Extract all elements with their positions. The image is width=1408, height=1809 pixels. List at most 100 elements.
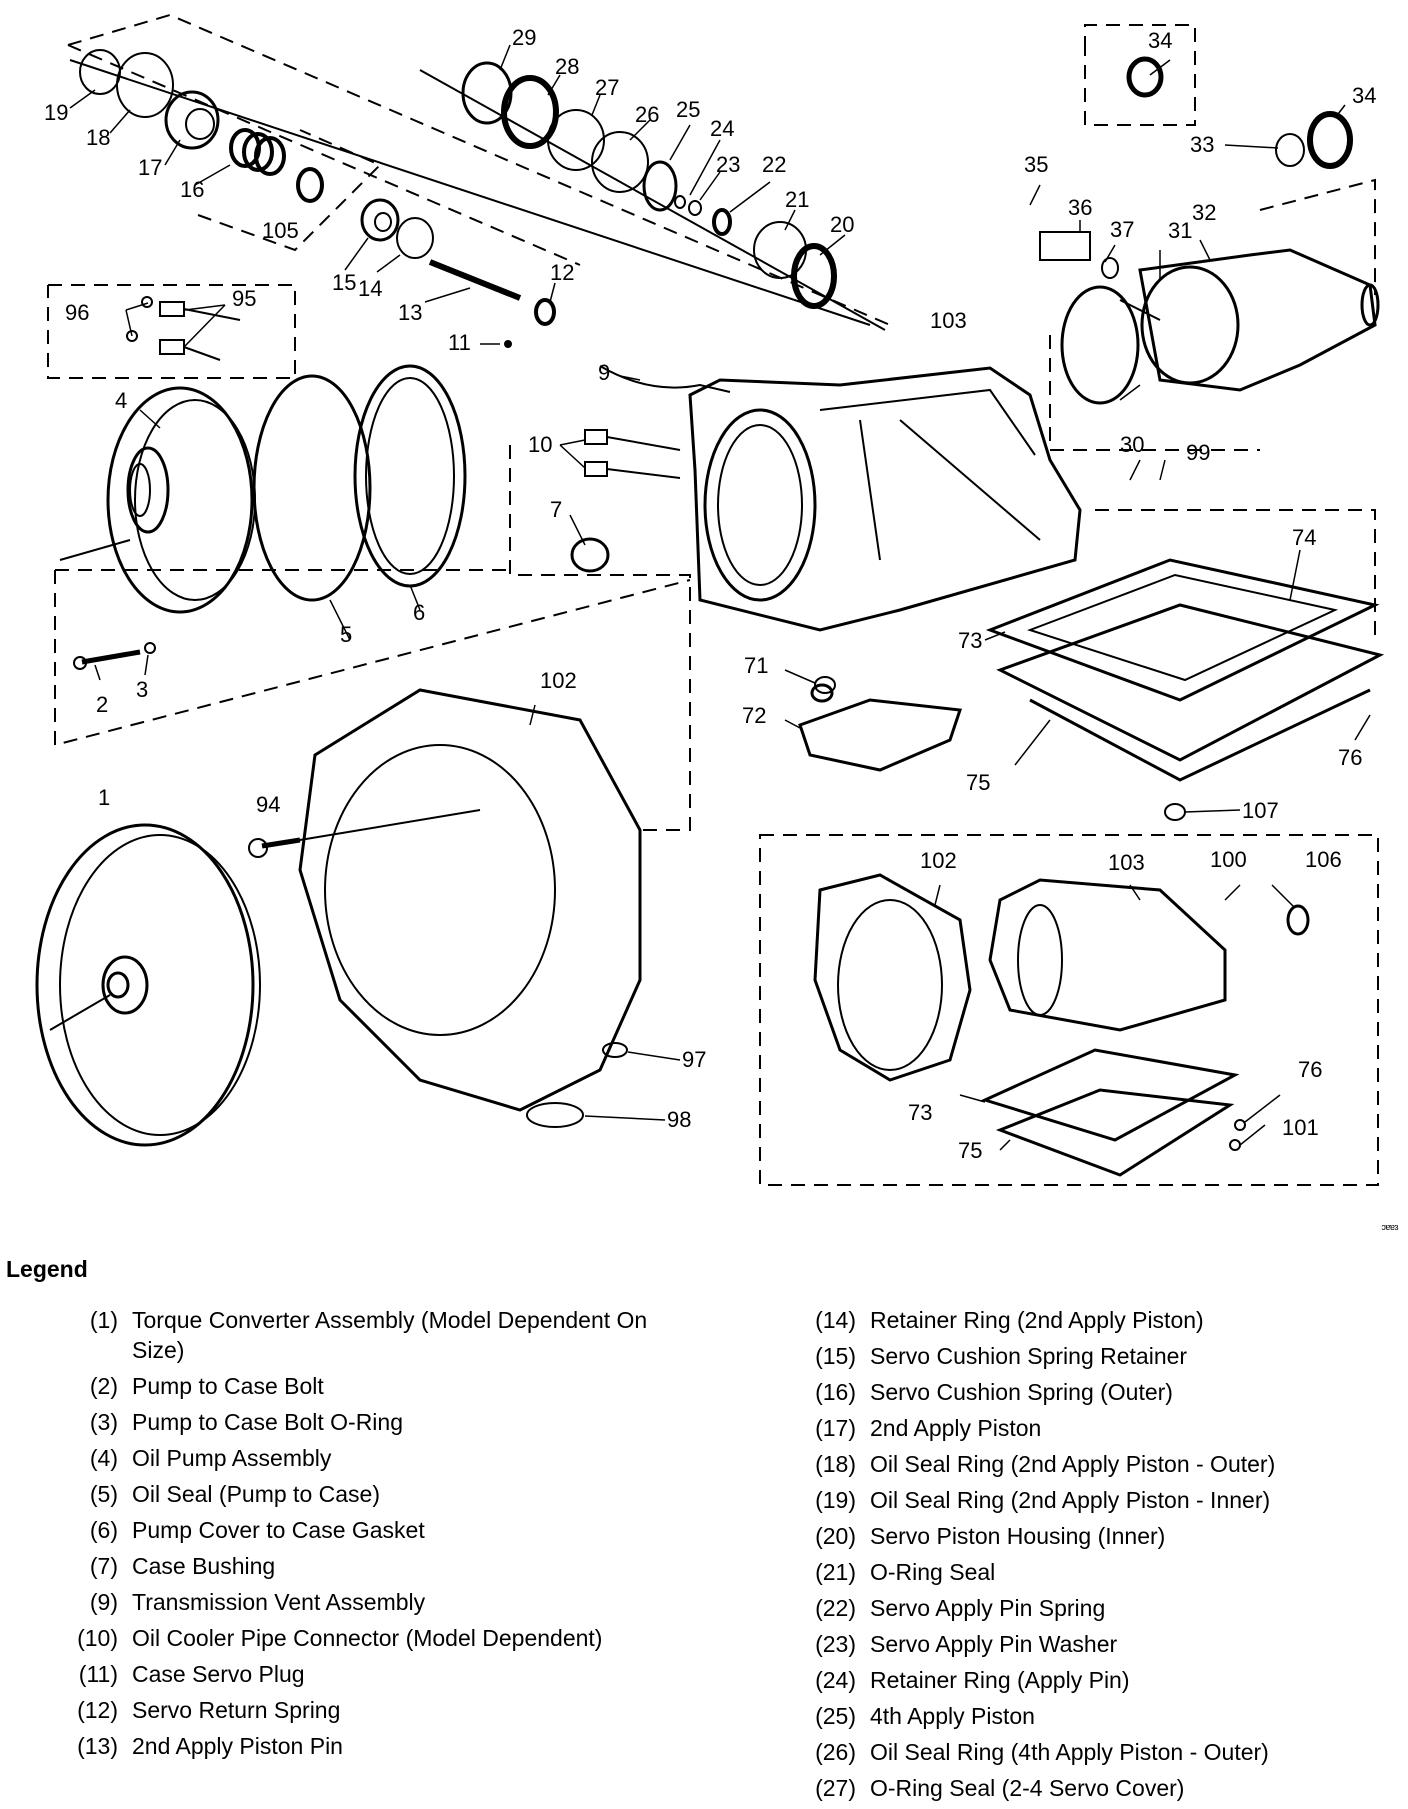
callout-34-inset: 34 bbox=[1148, 28, 1172, 53]
callout-25: 25 bbox=[676, 97, 700, 122]
callout-72: 72 bbox=[742, 703, 766, 728]
callout-76-inset: 76 bbox=[1298, 1057, 1322, 1082]
callout-23: 23 bbox=[716, 152, 740, 177]
legend-item: (13)2nd Apply Piston Pin bbox=[77, 1733, 343, 1759]
part-97 bbox=[602, 1042, 628, 1058]
inset-seal-106 bbox=[1286, 904, 1310, 936]
callout-2: 2 bbox=[96, 692, 108, 717]
callout-29: 29 bbox=[512, 25, 536, 50]
torque-converter-1 bbox=[35, 823, 261, 1147]
callout-7: 7 bbox=[550, 497, 562, 522]
oil-seal-ring-18 bbox=[116, 52, 174, 118]
legend-item: (20)Servo Piston Housing (Inner) bbox=[815, 1523, 1166, 1549]
legend-item: (22)Servo Apply Pin Spring bbox=[815, 1595, 1106, 1621]
fittings-95-96 bbox=[126, 296, 241, 361]
seal-71 bbox=[814, 676, 836, 694]
callout-30: 30 bbox=[1120, 432, 1144, 457]
callout-75-inset: 75 bbox=[958, 1138, 982, 1163]
callout-4: 4 bbox=[115, 388, 127, 413]
transmission-case-103 bbox=[688, 366, 1082, 632]
legend-item: (17)2nd Apply Piston bbox=[815, 1415, 1042, 1441]
fourth-apply-piston-25 bbox=[642, 160, 678, 212]
legend-item: (5)Oil Seal (Pump to Case) bbox=[89, 1481, 380, 1507]
callout-17: 17 bbox=[138, 155, 162, 180]
speed-sensor-36 bbox=[1039, 231, 1119, 279]
leader-lines bbox=[69, 44, 1371, 1151]
callout-13: 13 bbox=[398, 300, 422, 325]
legend-item: (6)Pump Cover to Case Gasket bbox=[89, 1517, 425, 1543]
legend-left-column: (1)Torque Converter Assembly (Model Depe… bbox=[54, 1305, 704, 1767]
bolt-94 bbox=[248, 809, 481, 858]
callout-103: 103 bbox=[930, 308, 967, 333]
legend-item: (19)Oil Seal Ring (2nd Apply Piston - In… bbox=[815, 1487, 1271, 1513]
cushion-spring-16 bbox=[229, 128, 286, 176]
callout-103-inset: 103 bbox=[1108, 850, 1145, 875]
callout-75: 75 bbox=[966, 770, 990, 795]
pin-spring-22 bbox=[712, 208, 732, 236]
image-code: ɔɐɐɜ bbox=[1381, 1222, 1398, 1232]
callout-5: 5 bbox=[340, 622, 352, 647]
seal-27 bbox=[547, 109, 605, 171]
callout-97: 97 bbox=[682, 1047, 706, 1072]
callout-35: 35 bbox=[1024, 152, 1048, 177]
callout-20: 20 bbox=[830, 212, 854, 237]
callout-10: 10 bbox=[528, 432, 552, 457]
pan-gasket-73 bbox=[985, 558, 1380, 702]
inset-gasket-73 bbox=[980, 1048, 1240, 1142]
callout-74: 74 bbox=[1292, 525, 1316, 550]
vent-assembly-9 bbox=[504, 340, 731, 393]
callout-33: 33 bbox=[1190, 132, 1214, 157]
legend-item: (7)Case Bushing bbox=[89, 1553, 276, 1579]
callout-32: 32 bbox=[1192, 200, 1216, 225]
callout-73: 73 bbox=[958, 628, 982, 653]
seal-34 bbox=[1126, 56, 1353, 169]
callout-31: 31 bbox=[1168, 218, 1192, 243]
return-spring-12 bbox=[534, 298, 556, 326]
legend-item: (14)Retainer Ring (2nd Apply Piston) bbox=[815, 1307, 1204, 1333]
legend-right-column: (14)Retainer Ring (2nd Apply Piston) (15… bbox=[792, 1305, 1402, 1809]
callout-15: 15 bbox=[332, 270, 356, 295]
pump-bolt-2 bbox=[73, 642, 156, 670]
o-ring-21 bbox=[753, 221, 807, 279]
callout-34: 34 bbox=[1352, 83, 1376, 108]
callout-94: 94 bbox=[256, 792, 280, 817]
callout-106: 106 bbox=[1305, 847, 1342, 872]
oil-seal-ring-19 bbox=[79, 49, 121, 95]
callout-26: 26 bbox=[635, 102, 659, 127]
callout-99: 99 bbox=[1186, 440, 1210, 465]
callout-19: 19 bbox=[44, 100, 68, 125]
callout-101: 101 bbox=[1282, 1115, 1319, 1140]
legend-item: (9)Transmission Vent Assembly bbox=[89, 1589, 426, 1615]
pump-gasket-6 bbox=[353, 364, 467, 588]
callout-21: 21 bbox=[785, 187, 809, 212]
callout-14: 14 bbox=[358, 276, 382, 301]
legend-item: (2)Pump to Case Bolt bbox=[89, 1373, 324, 1399]
seal-26 bbox=[591, 131, 649, 193]
legend-item: (24)Retainer Ring (Apply Pin) bbox=[815, 1667, 1130, 1693]
callout-100: 100 bbox=[1210, 847, 1247, 872]
legend-item: (23)Servo Apply Pin Washer bbox=[815, 1631, 1118, 1657]
second-apply-piston-17 bbox=[164, 90, 220, 150]
legend-item: (25)4th Apply Piston bbox=[815, 1703, 1035, 1729]
legend-item: (11)Case Servo Plug bbox=[78, 1661, 305, 1687]
part-98 bbox=[526, 1102, 584, 1128]
inset-bolts bbox=[1229, 1119, 1246, 1151]
callout-73-inset: 73 bbox=[908, 1100, 932, 1125]
seal-30 bbox=[1060, 285, 1140, 405]
bell-housing-102 bbox=[298, 688, 642, 1112]
callout-28: 28 bbox=[555, 54, 579, 79]
callout-18: 18 bbox=[86, 125, 110, 150]
legend-item: (15)Servo Cushion Spring Retainer bbox=[815, 1343, 1188, 1369]
callout-3: 3 bbox=[136, 677, 148, 702]
callout-107: 107 bbox=[1242, 798, 1279, 823]
washer-23 bbox=[688, 200, 702, 216]
callout-95: 95 bbox=[232, 286, 256, 311]
legend-item: (4)Oil Pump Assembly bbox=[89, 1445, 332, 1471]
callout-12: 12 bbox=[550, 260, 574, 285]
callout-76: 76 bbox=[1338, 745, 1362, 770]
legend-item: (12)Servo Return Spring bbox=[77, 1697, 341, 1723]
legend-item: (16)Servo Cushion Spring (Outer) bbox=[815, 1379, 1173, 1405]
exploded-transmission-diagram: 1 2 3 4 5 6 7 9 10 11 12 13 14 15 16 17 … bbox=[35, 13, 1385, 1186]
case-bushing-7 bbox=[570, 537, 610, 573]
callout-16: 16 bbox=[180, 177, 204, 202]
